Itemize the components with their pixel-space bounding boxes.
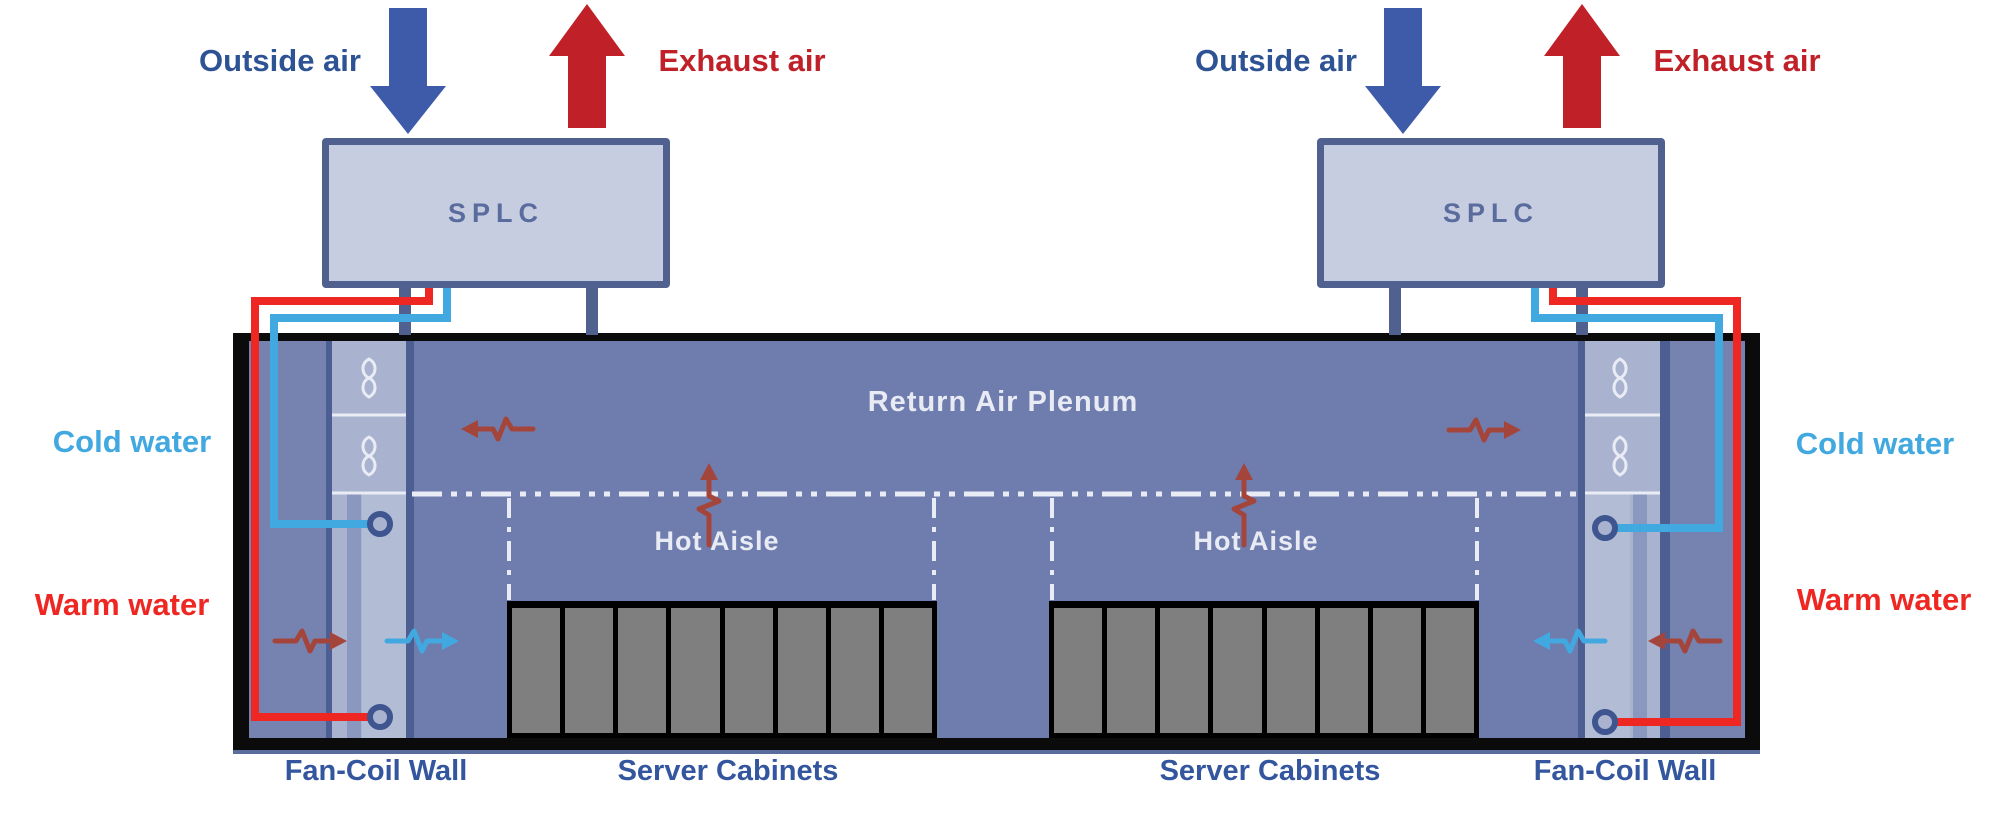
server-cabinet <box>1160 608 1209 733</box>
server-cabinet <box>618 608 667 733</box>
outside-air-arrow-left <box>370 8 446 134</box>
duct-stub-left-a <box>399 288 411 335</box>
hall-base-shadow <box>233 750 1760 754</box>
cold-water-label-left: Cold water <box>52 424 212 459</box>
warm-air-arrow-hot-aisle-left <box>696 463 722 548</box>
outside-air-label-left: Outside air <box>199 43 361 78</box>
fan-icon <box>361 435 377 477</box>
left-band-edge-outer <box>326 341 332 738</box>
server-cabinet-group-left <box>507 601 937 738</box>
outside-air-arrow-right <box>1365 8 1441 134</box>
coil-port-cold-right <box>1592 515 1618 541</box>
server-cabinet <box>1425 608 1474 733</box>
coil-port-cold-left <box>367 511 393 537</box>
outside-air-label-right: Outside air <box>1195 43 1357 78</box>
server-cabinet <box>1054 608 1103 733</box>
server-cabinet <box>512 608 561 733</box>
server-cabinet <box>883 608 932 733</box>
warm-water-pipe-right <box>1549 288 1741 726</box>
server-cabinet <box>565 608 614 733</box>
right-band-edge-inner <box>1578 341 1585 738</box>
server-cabinet <box>1372 608 1421 733</box>
splc-label: SPLC <box>1442 197 1539 228</box>
server-cabinet <box>1319 608 1368 733</box>
data-hall-box <box>233 333 1760 750</box>
right-band-edge-outer <box>1660 341 1670 738</box>
cold-water-pipe-right <box>1531 288 1723 532</box>
hot-aisle-label-right: Hot Aisle <box>1193 526 1319 556</box>
exhaust-air-arrow-left <box>549 4 625 128</box>
exhaust-air-label-left: Exhaust air <box>658 43 826 78</box>
warm-air-arrow-plenum-left <box>461 416 536 442</box>
warm-water-label-right: Warm water <box>1796 582 1972 617</box>
warm-air-arrow-hot-aisle-right <box>1231 463 1257 548</box>
warm-water-label-left: Warm water <box>34 587 210 622</box>
cold-water-pipe-left <box>270 288 451 528</box>
server-cabinet <box>1213 608 1262 733</box>
server-cabinets-label-left: Server Cabinets <box>617 755 839 787</box>
server-cabinet <box>724 608 773 733</box>
duct-stub-right-a <box>1389 288 1401 335</box>
fan-coil-wall-label-right: Fan-Coil Wall <box>1533 755 1717 787</box>
right-band-coil-strip <box>1633 493 1647 738</box>
exhaust-air-arrow-right <box>1544 4 1620 128</box>
coil-port-warm-right <box>1592 709 1618 735</box>
return-air-plenum-label: Return Air Plenum <box>867 386 1139 418</box>
server-cabinet <box>830 608 879 733</box>
splc-unit-left: SPLC <box>322 138 670 288</box>
left-band-edge-inner <box>406 341 414 738</box>
splc-label: SPLC <box>447 197 544 228</box>
cold-air-arrow-out-of-wall-left <box>384 628 459 654</box>
cold-water-label-right: Cold water <box>1795 426 1955 461</box>
server-cabinet <box>1107 608 1156 733</box>
right-side-plenum-panel <box>1670 341 1745 738</box>
server-cabinet-group-right <box>1049 601 1479 738</box>
fan-icon <box>1612 357 1628 399</box>
duct-stub-left-b <box>586 288 598 335</box>
splc-unit-right: SPLC <box>1317 138 1665 288</box>
server-cabinet <box>777 608 826 733</box>
fan-icon <box>1612 435 1628 477</box>
warm-air-arrow-into-wall-left <box>272 628 347 654</box>
warm-air-arrow-plenum-right <box>1446 417 1521 443</box>
server-cabinet <box>1266 608 1315 733</box>
server-cabinet <box>671 608 720 733</box>
exhaust-air-label-right: Exhaust air <box>1653 43 1821 78</box>
hot-aisle-label-left: Hot Aisle <box>654 526 780 556</box>
fan-coil-wall-label-left: Fan-Coil Wall <box>284 755 468 787</box>
coil-port-warm-left <box>367 704 393 730</box>
duct-stub-right-b <box>1576 288 1588 335</box>
warm-water-pipe-left <box>251 288 433 721</box>
left-band-coil-strip <box>347 493 361 738</box>
cold-air-arrow-out-of-wall-right <box>1533 628 1608 654</box>
warm-air-arrow-into-wall-right <box>1648 628 1723 654</box>
server-cabinets-label-right: Server Cabinets <box>1159 755 1381 787</box>
left-side-plenum-panel <box>249 341 328 738</box>
fan-icon <box>361 357 377 399</box>
